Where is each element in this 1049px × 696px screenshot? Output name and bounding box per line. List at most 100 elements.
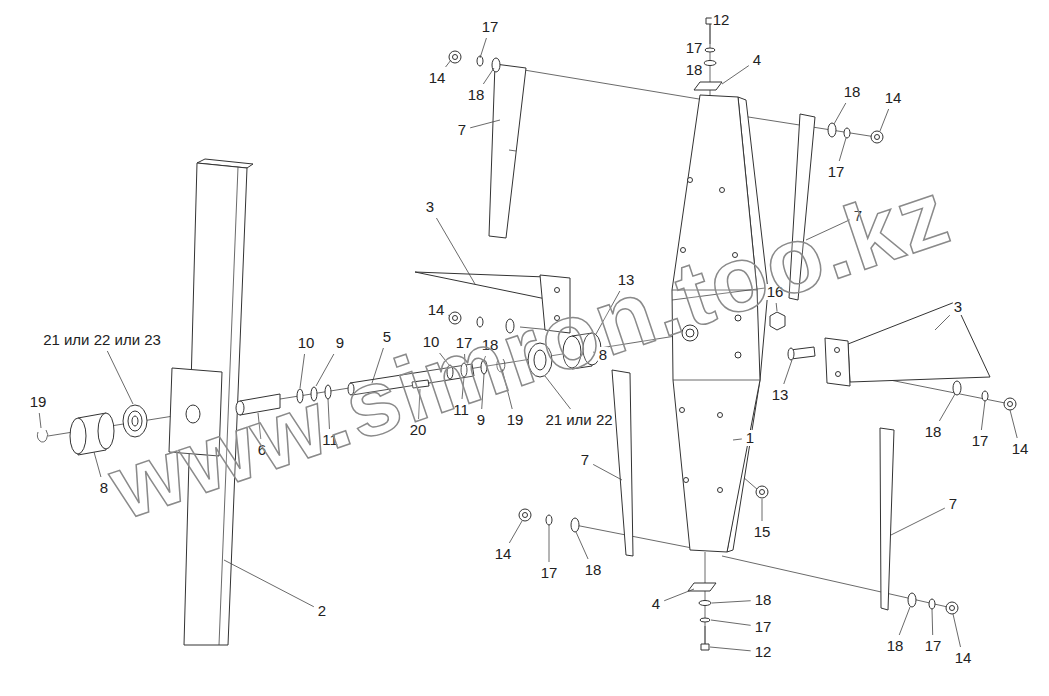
leader-line [722,66,749,84]
leader-line [834,103,846,124]
rotor-frame [718,413,723,418]
fastener [828,123,836,137]
vane [415,272,546,299]
fastener [953,381,961,395]
fastener [705,48,715,52]
leader-line [935,315,950,330]
bushing-bearing [38,430,48,442]
slat [880,428,894,610]
callout-number: 12 [712,12,731,28]
leader-line [470,120,500,128]
leader-line [733,439,742,440]
callout-number: 14 [1011,441,1030,457]
fastener [701,644,709,650]
callout-number: 1 [745,430,755,446]
leader-line [762,499,763,521]
callout-number: 18 [685,62,704,78]
fastener [704,61,716,66]
leader-line [712,601,751,603]
leader-line [480,38,486,58]
callout-number: 17 [481,19,500,35]
rotor-frame [718,488,723,493]
bushing-bearing [128,411,142,431]
slat [509,150,516,151]
fastener [523,513,528,518]
bushing-bearing [132,416,138,426]
vane [848,302,990,382]
leader-line [710,647,751,651]
leader-line [39,413,41,428]
callout-number: 21 или 22 [544,412,613,428]
leader-line [446,60,451,67]
leader-line [509,521,522,543]
callout-number: 3 [953,299,963,315]
callout-number: 5 [382,329,392,345]
fastener [871,131,883,143]
leader-line [576,532,588,559]
fastener [908,593,916,607]
callout-number: 21 или 22 или 23 [42,332,162,348]
callout-number: 18 [843,84,862,100]
plate [694,82,722,90]
callout-number: 18 [886,638,905,654]
leader-line [932,609,934,635]
rotor-frame [720,188,725,193]
fastener [844,128,850,138]
callout-number: 15 [753,524,772,540]
leader-line [448,315,450,317]
assembly-line [722,556,952,608]
callout-number: 17 [754,619,773,635]
callout-number: 17 [971,433,990,449]
fastener [760,490,765,495]
callout-number: 18 [754,592,773,608]
callout-number: 14 [884,90,903,106]
callout-number: 4 [651,596,661,612]
callout-number: 7 [580,452,590,468]
callout-number: 14 [494,546,513,562]
leader-line [880,109,889,131]
leader-line [664,589,694,601]
slat [612,370,633,556]
fastener [453,55,458,60]
callout-number: 14 [428,70,447,86]
callout-number: 3 [425,199,435,215]
fastener [1004,398,1016,410]
rotor-frame [673,380,760,381]
fastener [929,599,935,609]
leader-line [436,218,475,284]
fastener [982,391,988,401]
callout-number: 9 [335,335,345,351]
leader-line [549,525,550,562]
leader-line [939,394,955,421]
callout-number: 14 [954,650,973,666]
fastener [756,486,768,498]
fastener [453,316,458,321]
callout-number: 13 [771,387,790,403]
callout-number: 18 [924,424,943,440]
rotor-frame [680,408,685,413]
callout-number: 17 [685,40,704,56]
leader-line [839,138,846,161]
vane [835,348,840,353]
leader-line [1010,410,1017,438]
watermark: www.simron.too.kz [98,163,963,537]
fastener [946,602,958,614]
leader-line [94,452,101,477]
leader-line [483,68,494,84]
callout-number: 4 [752,52,762,68]
fastener [519,509,531,521]
leader-line [981,401,985,430]
assembly-line [48,20,1010,650]
callout-number: 12 [754,644,773,660]
leader-line [891,508,945,535]
fastener [1008,402,1013,407]
leader-line [953,614,961,647]
callout-number: 17 [924,638,943,654]
leader-line [899,607,910,635]
fastener [705,626,706,644]
fastener [571,518,579,532]
fastener [875,135,880,140]
callout-number: 7 [948,496,958,512]
leader-line [784,360,792,384]
leader-line [593,464,622,480]
